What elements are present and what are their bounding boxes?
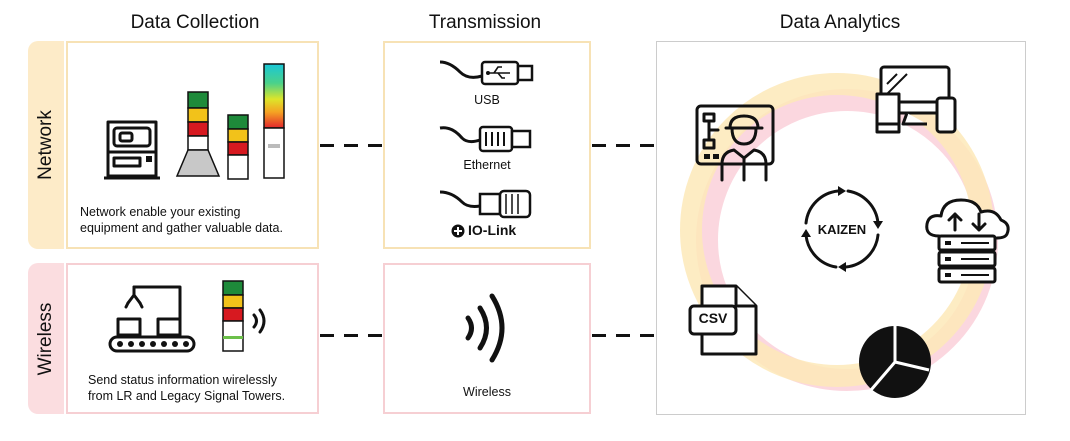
iolink-label: IO-Link bbox=[468, 222, 517, 238]
pie-chart-icon bbox=[859, 326, 931, 398]
cloud-server-icon bbox=[925, 198, 1010, 284]
signal-tower-icon bbox=[263, 63, 285, 179]
usb-cable-icon bbox=[439, 60, 534, 86]
devices-icon bbox=[875, 65, 957, 134]
signal-tower-icon bbox=[175, 91, 221, 177]
iolink-logo-icon bbox=[451, 224, 465, 238]
wireless-transmission-label: Wireless bbox=[463, 385, 511, 399]
engineer-monitor-icon bbox=[695, 104, 775, 182]
signal-tower-icon bbox=[222, 280, 244, 352]
robot-arm-conveyor-icon bbox=[108, 285, 196, 353]
data-collection-title: Data Collection bbox=[130, 12, 260, 33]
iolink-logo: IO-Link bbox=[451, 222, 531, 240]
machine-icon bbox=[104, 120, 160, 180]
network-tab bbox=[28, 41, 64, 249]
csv-label: CSV bbox=[698, 310, 728, 326]
csv-file-icon bbox=[688, 284, 758, 356]
network-label: Network bbox=[35, 110, 56, 180]
connector-wireless-left bbox=[320, 334, 382, 337]
usb-label: USB bbox=[474, 93, 500, 107]
iolink-cable-icon bbox=[439, 189, 532, 219]
kaizen-label: KAIZEN bbox=[817, 222, 867, 237]
cycle-arrows-icon bbox=[801, 186, 883, 272]
ethernet-label: Ethernet bbox=[463, 158, 511, 172]
wireless-waves-icon bbox=[465, 293, 505, 363]
ethernet-cable-icon bbox=[439, 125, 532, 153]
transmission-title: Transmission bbox=[428, 12, 542, 33]
connector-network-right bbox=[592, 144, 656, 147]
wireless-label: Wireless bbox=[35, 302, 56, 376]
data-analytics-title: Data Analytics bbox=[779, 12, 901, 33]
network-description: Network enable your existing equipment a… bbox=[80, 205, 283, 235]
signal-tower-icon bbox=[227, 114, 249, 180]
connector-wireless-right bbox=[592, 334, 656, 337]
wireless-tab bbox=[28, 263, 64, 414]
connector-network-left bbox=[320, 144, 382, 147]
wireless-waves-icon bbox=[252, 308, 266, 334]
wireless-description: Send status information wirelessly from … bbox=[88, 373, 286, 403]
